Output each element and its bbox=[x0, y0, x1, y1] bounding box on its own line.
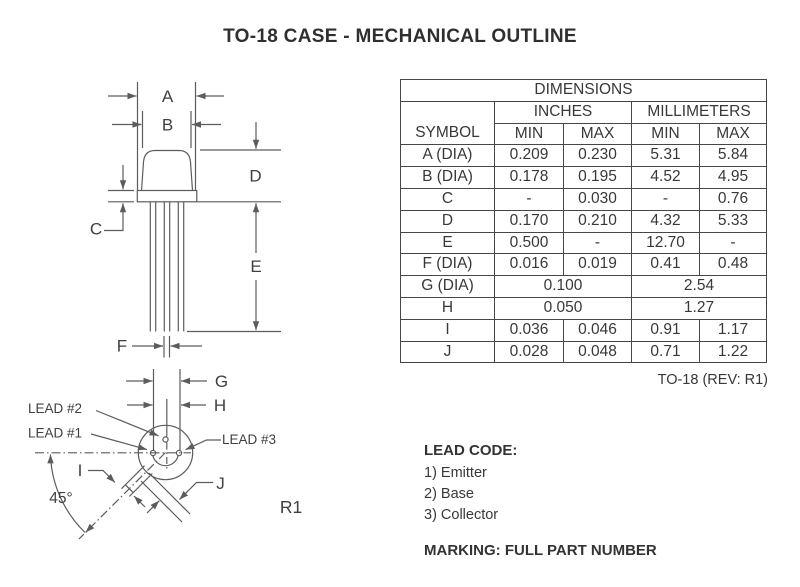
marking-note: MARKING: FULL PART NUMBER bbox=[424, 542, 657, 559]
col-group-millimeters: MILLIMETERS bbox=[631, 100, 767, 124]
col-header-in-max: MAX bbox=[563, 122, 632, 146]
lead-code-item-collector: 3) Collector bbox=[424, 507, 499, 523]
col-group-inches: INCHES bbox=[494, 100, 632, 124]
dim-label-g: G bbox=[215, 372, 228, 391]
dim-label-j: J bbox=[216, 474, 225, 493]
index-tab bbox=[121, 465, 153, 497]
table-row: H 0.050 1.27 bbox=[400, 296, 767, 320]
dim-c-lines bbox=[104, 165, 134, 232]
table-row: F (DIA) 0.016 0.019 0.41 0.48 bbox=[400, 253, 767, 277]
dim-label-e: E bbox=[250, 257, 261, 276]
dim-d-lines bbox=[196, 122, 281, 203]
lead-lines-side-view bbox=[149, 201, 185, 332]
dim-label-c: C bbox=[90, 220, 102, 239]
table-row: J 0.028 0.048 0.71 1.22 bbox=[400, 340, 767, 364]
col-header-in-min: MIN bbox=[494, 122, 564, 146]
to18-outline-diagram: A B C D E F G H I J 45° LEAD #2 LEAD #1 … bbox=[28, 82, 302, 540]
lead1-label: LEAD #1 bbox=[28, 426, 82, 441]
angle-45-arc bbox=[47, 454, 95, 533]
table-title: DIMENSIONS bbox=[400, 79, 767, 102]
dim-a-lines bbox=[108, 82, 224, 190]
dim-b-lines bbox=[112, 111, 221, 148]
table-row: C - 0.030 - 0.76 bbox=[400, 187, 767, 211]
dim-label-a: A bbox=[162, 87, 174, 106]
can-flange bbox=[136, 189, 198, 203]
col-header-symbol: SYMBOL bbox=[400, 100, 495, 146]
lead-circle-arc bbox=[152, 455, 179, 467]
diagram-rev-label: R1 bbox=[280, 497, 302, 517]
lead-leader-arrows bbox=[90, 409, 221, 451]
lead-code-list: 1) Emitter 2) Base 3) Collector bbox=[424, 463, 498, 526]
lead-code-heading: LEAD CODE: bbox=[424, 442, 518, 459]
diagonal-45-centerline bbox=[78, 452, 166, 540]
angle-45-label: 45° bbox=[49, 490, 72, 507]
lead3-label: LEAD #3 bbox=[222, 432, 276, 447]
table-row: I 0.036 0.046 0.91 1.17 bbox=[400, 318, 767, 342]
table-row: D 0.170 0.210 4.32 5.33 bbox=[400, 209, 767, 233]
can-body-outline bbox=[140, 149, 194, 191]
dim-label-d: D bbox=[249, 167, 261, 186]
dim-label-h: H bbox=[214, 396, 226, 415]
dim-label-b: B bbox=[162, 116, 173, 135]
col-header-mm-min: MIN bbox=[631, 122, 700, 146]
dim-i-lines bbox=[88, 469, 146, 508]
lead-code-item-base: 2) Base bbox=[424, 486, 474, 502]
dimensions-table: DIMENSIONS SYMBOL INCHES MILLIMETERS MIN… bbox=[400, 79, 767, 364]
dim-f-lines bbox=[132, 336, 202, 358]
page-title: TO-18 CASE - MECHANICAL OUTLINE bbox=[223, 26, 577, 47]
table-row: E 0.500 - 12.70 - bbox=[400, 231, 767, 255]
dim-j-lines bbox=[140, 472, 213, 523]
lead2-label: LEAD #2 bbox=[28, 401, 82, 416]
col-header-mm-max: MAX bbox=[699, 122, 767, 146]
table-row: A (DIA) 0.209 0.230 5.31 5.84 bbox=[400, 144, 767, 168]
lead-code-item-emitter: 1) Emitter bbox=[424, 465, 487, 481]
dim-label-f: F bbox=[117, 337, 127, 356]
revision-note: TO-18 (REV: R1) bbox=[657, 372, 768, 388]
dim-g-lines bbox=[126, 369, 207, 450]
table-row: B (DIA) 0.178 0.195 4.52 4.95 bbox=[400, 166, 767, 189]
dim-e-lines bbox=[187, 203, 281, 333]
dim-label-i: I bbox=[78, 461, 83, 480]
dim-h-lines bbox=[127, 399, 206, 471]
table-row: G (DIA) 0.100 2.54 bbox=[400, 275, 767, 298]
